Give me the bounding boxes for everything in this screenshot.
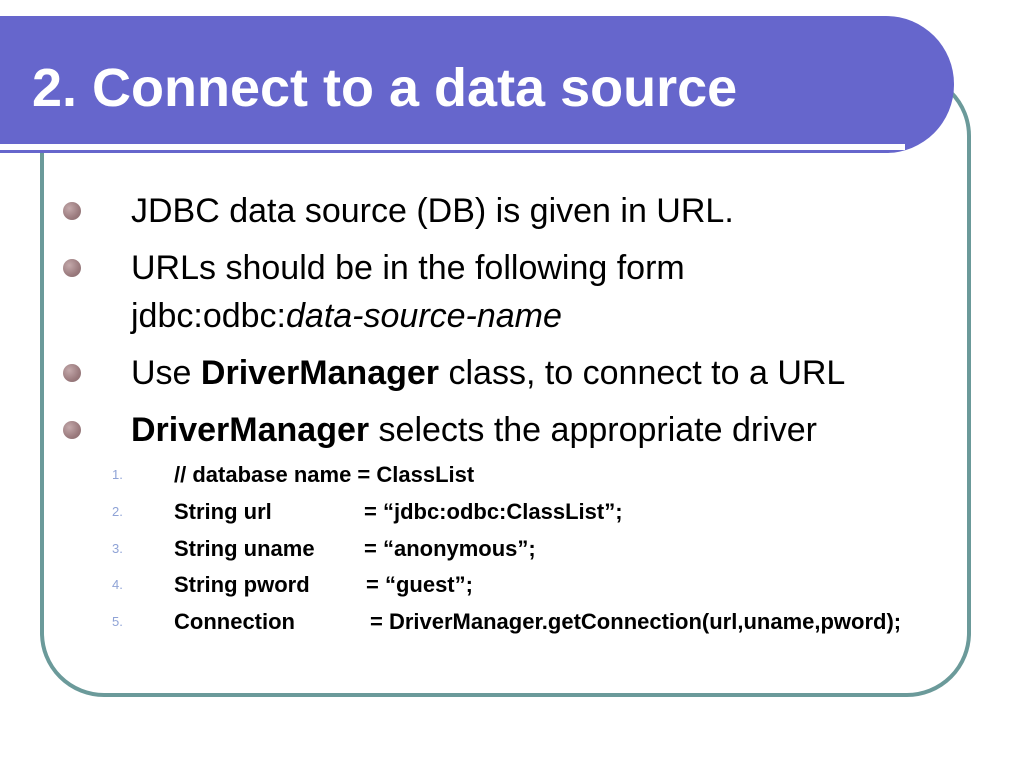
bullet-text-bold: DriverManager <box>131 411 370 449</box>
bullet-text-part: URLs should be in the following form <box>131 249 685 287</box>
code-line-text: Connection <box>174 609 295 634</box>
bullet-text: URLs should be in the following form <box>131 245 685 291</box>
code-line: 4. String pword = “guest”; <box>0 570 1024 600</box>
code-line-text: String pword <box>174 572 310 597</box>
bullet-text-part: class, to connect to a URL <box>439 354 846 392</box>
bullet-text-part: selects the appropriate driver <box>369 411 818 449</box>
bullet-dot-icon <box>63 259 81 277</box>
bullet-text: DriverManager selects the appropriate dr… <box>131 407 817 453</box>
bullet-text-part: Use <box>131 354 201 392</box>
code-line-text: String uname <box>174 536 315 561</box>
code-line-value: = “jdbc:odbc:ClassList”; <box>364 499 623 524</box>
code-line-number: 1. <box>112 467 123 482</box>
title-underline <box>0 144 905 150</box>
bullet-text: Use DriverManager class, to connect to a… <box>131 350 845 396</box>
bullet-text-continuation: jdbc:odbc:data-source-name <box>131 293 562 339</box>
code-line-number: 5. <box>112 614 123 629</box>
code-line: 5. Connection = DriverManager.getConnect… <box>0 607 1024 637</box>
content-frame <box>40 72 971 697</box>
code-line-number: 4. <box>112 577 123 592</box>
code-line-value: = “guest”; <box>366 572 473 597</box>
bullet-text-part: JDBC data source (DB) is given in URL. <box>131 192 734 230</box>
code-line-number: 2. <box>112 504 123 519</box>
code-line-value: = DriverManager.getConnection(url,uname,… <box>370 609 902 634</box>
code-line-value: = “anonymous”; <box>364 536 536 561</box>
bullet-text-italic: data-source-name <box>286 297 562 335</box>
code-line: 3. String uname = “anonymous”; <box>0 534 1024 564</box>
bullet-text-part: jdbc:odbc: <box>131 297 286 335</box>
bullet-text-bold: DriverManager <box>200 354 440 392</box>
bullet-dot-icon <box>63 421 81 439</box>
title-band: 2. Connect to a data source <box>0 16 954 153</box>
code-line: 1. // database name = ClassList <box>0 460 1024 490</box>
code-line: 2. String url = “jdbc:odbc:ClassList”; <box>0 497 1024 527</box>
bullet-text: JDBC data source (DB) is given in URL. <box>131 188 734 234</box>
code-line-text: String url <box>174 499 272 524</box>
bullet-dot-icon <box>63 202 81 220</box>
code-line-text: // database name = ClassList <box>174 462 475 487</box>
slide-title: 2. Connect to a data source <box>32 58 738 118</box>
bullet-dot-icon <box>63 364 81 382</box>
code-line-number: 3. <box>112 541 123 556</box>
